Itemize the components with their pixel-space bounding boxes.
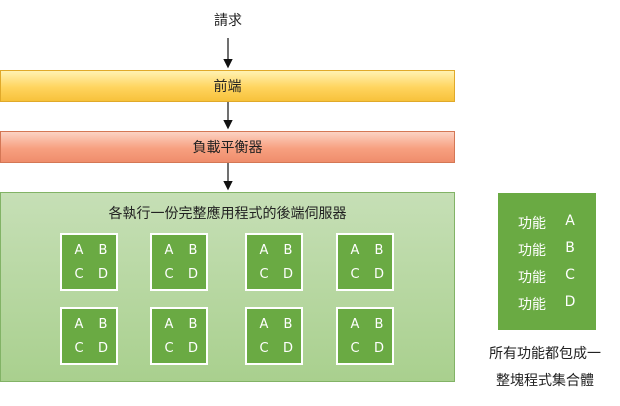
server-function-a: A (74, 317, 84, 332)
legend-function-label: 功能 (518, 270, 546, 286)
server-function-b: B (374, 243, 384, 258)
server-function-c: C (350, 341, 360, 356)
server-function-a: A (259, 317, 269, 332)
server-function-c: C (259, 267, 269, 282)
backend-servers-title: 各執行一份完整應用程式的後端伺服器 (108, 206, 347, 222)
server-function-b: B (188, 317, 198, 332)
server-function-b: B (98, 243, 108, 258)
monolith-caption-line1: 所有功能都包成一 (489, 346, 601, 362)
server-function-c: C (74, 267, 84, 282)
legend-function-label: 功能 (518, 297, 546, 313)
server-function-a: A (350, 243, 360, 258)
function-legend: 功能 A 功能 B 功能 C 功能 D (498, 193, 596, 330)
server-function-b: B (283, 317, 293, 332)
server-function-a: A (259, 243, 269, 258)
server-function-b: B (283, 243, 293, 258)
server-function-c: C (259, 341, 269, 356)
legend-function-letter: B (565, 240, 575, 256)
server-function-d: D (282, 341, 293, 356)
legend-function-letter: C (565, 267, 575, 283)
server-function-c: C (164, 341, 174, 356)
legend-function-label: 功能 (518, 216, 546, 232)
server-function-a: A (164, 317, 174, 332)
legend-function-letter: D (564, 294, 576, 310)
legend-function-label: 功能 (518, 243, 546, 259)
server-function-c: C (350, 267, 360, 282)
server-function-d: D (373, 267, 384, 282)
legend-function-letter: A (565, 213, 575, 229)
server-function-c: C (74, 341, 84, 356)
server-function-d: D (373, 341, 384, 356)
server-function-a: A (164, 243, 174, 258)
server-function-a: A (74, 243, 84, 258)
request-label: 請求 (214, 13, 242, 29)
server-function-b: B (188, 243, 198, 258)
server-function-a: A (350, 317, 360, 332)
server-function-c: C (164, 267, 174, 282)
server-function-b: B (374, 317, 384, 332)
server-function-d: D (97, 267, 108, 282)
monolith-caption-line2: 整塊程式集合體 (496, 373, 594, 389)
frontend-layer: 前端 (0, 70, 455, 102)
server-function-d: D (97, 341, 108, 356)
server-function-b: B (98, 317, 108, 332)
frontend-label: 前端 (213, 79, 242, 95)
load-balancer-layer: 負載平衡器 (0, 131, 455, 163)
load-balancer-label: 負載平衡器 (192, 140, 263, 156)
server-function-d: D (282, 267, 293, 282)
server-function-d: D (187, 341, 198, 356)
server-function-d: D (187, 267, 198, 282)
